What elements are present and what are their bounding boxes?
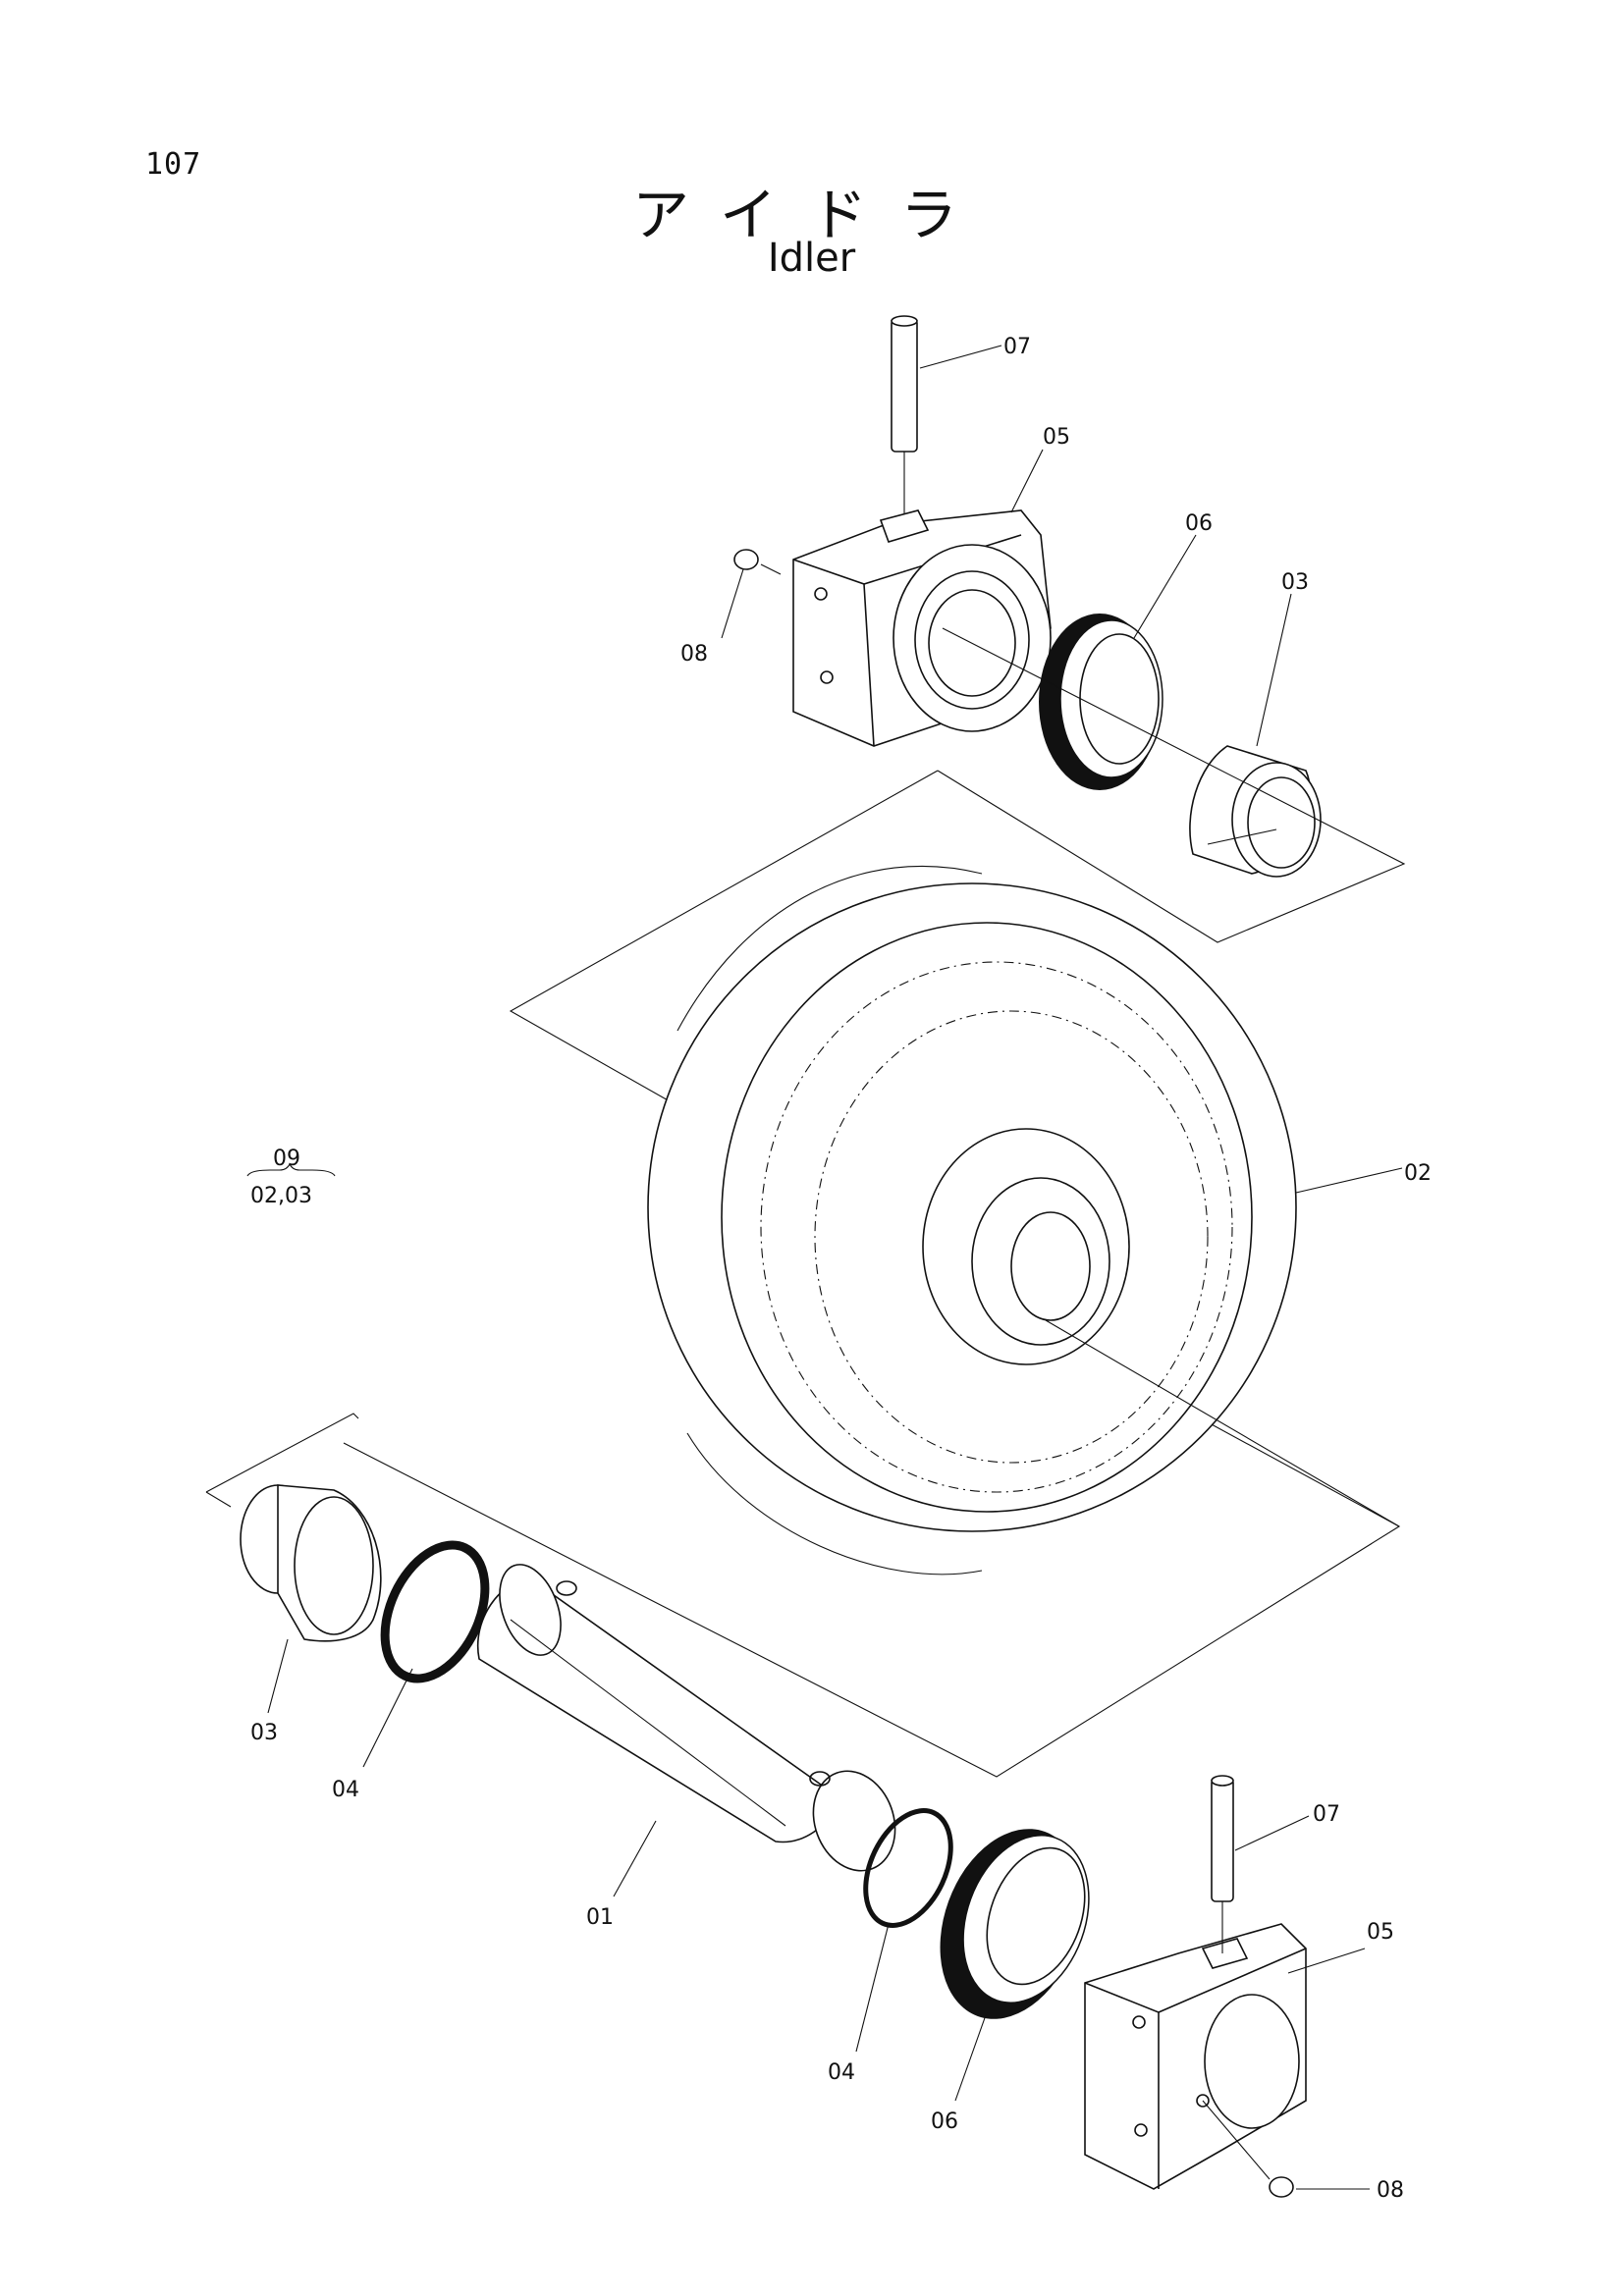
o-ring-04-right [863,1808,953,1928]
callout-02: 02 [1404,1161,1432,1186]
bushing-03-bottom [240,1484,382,1642]
shaft-01 [476,1564,896,1872]
set-screw-08-top [733,549,782,575]
page-number: 107 [145,147,202,182]
callout-06-bottom: 06 [931,2109,958,2134]
callout-01: 01 [586,1905,614,1930]
callout-04-left: 04 [332,1778,359,1802]
o-ring-04-left [380,1540,490,1683]
leader-lines [267,345,1403,2190]
diagram-title-english: Idler [767,236,856,281]
pin-07-bottom [1211,1775,1234,1953]
callout-05-bottom: 05 [1367,1920,1394,1945]
group-note: 09 02,03 [246,1147,336,1208]
support-block-05-bottom [1084,1923,1307,2190]
support-block-05-top [792,509,1052,747]
callout-07-top: 07 [1003,335,1031,359]
group-note-bottom: 02,03 [250,1184,312,1208]
callout-04-right: 04 [828,2060,855,2085]
callout-03-top: 03 [1281,570,1309,595]
group-note-top: 09 [273,1147,300,1171]
callout-06-top: 06 [1185,511,1213,536]
diagram-title-japanese: アイドラ [631,182,992,248]
idler-wheel-02 [647,865,1297,1575]
callout-08-top: 08 [680,642,708,667]
callout-03-bottom: 03 [250,1721,278,1745]
floating-seal-06-top [1039,614,1163,790]
callout-07-bottom: 07 [1313,1802,1340,1827]
callout-08-bottom: 08 [1377,2178,1404,2203]
callout-05-top: 05 [1043,425,1070,450]
set-screw-08-bottom [1202,2100,1294,2198]
pin-07-top [891,315,918,530]
floating-seal-06-bottom [940,1829,1090,2019]
